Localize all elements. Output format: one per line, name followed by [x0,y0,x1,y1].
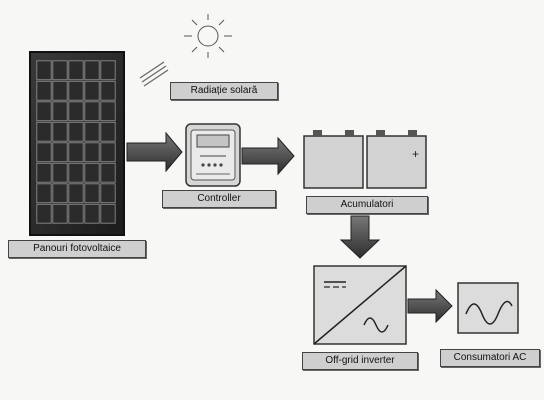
battery-plus-sign: + [412,147,419,161]
arrow-controller-to-batteries [241,136,295,176]
controller-device [185,123,241,187]
battery-left [303,130,364,189]
arrow-batteries-to-inverter [339,215,381,259]
arrow-panel-to-controller [126,131,183,173]
sun-icon [184,14,232,58]
battery-right [366,130,427,189]
ac-consumer-device [457,282,519,334]
pv-panel [29,51,125,236]
controller-label: Controller [162,190,276,208]
batteries-label: Acumulatori [306,196,428,214]
ac-consumers-label: Consumatori AC [440,349,540,367]
sun-rays-icon [139,61,169,87]
inverter-device [313,265,407,345]
arrow-inverter-to-consumers [407,288,453,324]
inverter-label: Off-grid inverter [302,352,418,370]
solar-radiation-label: Radiație solară [170,82,278,100]
pv-panels-label: Panouri fotovoltaice [8,240,146,258]
